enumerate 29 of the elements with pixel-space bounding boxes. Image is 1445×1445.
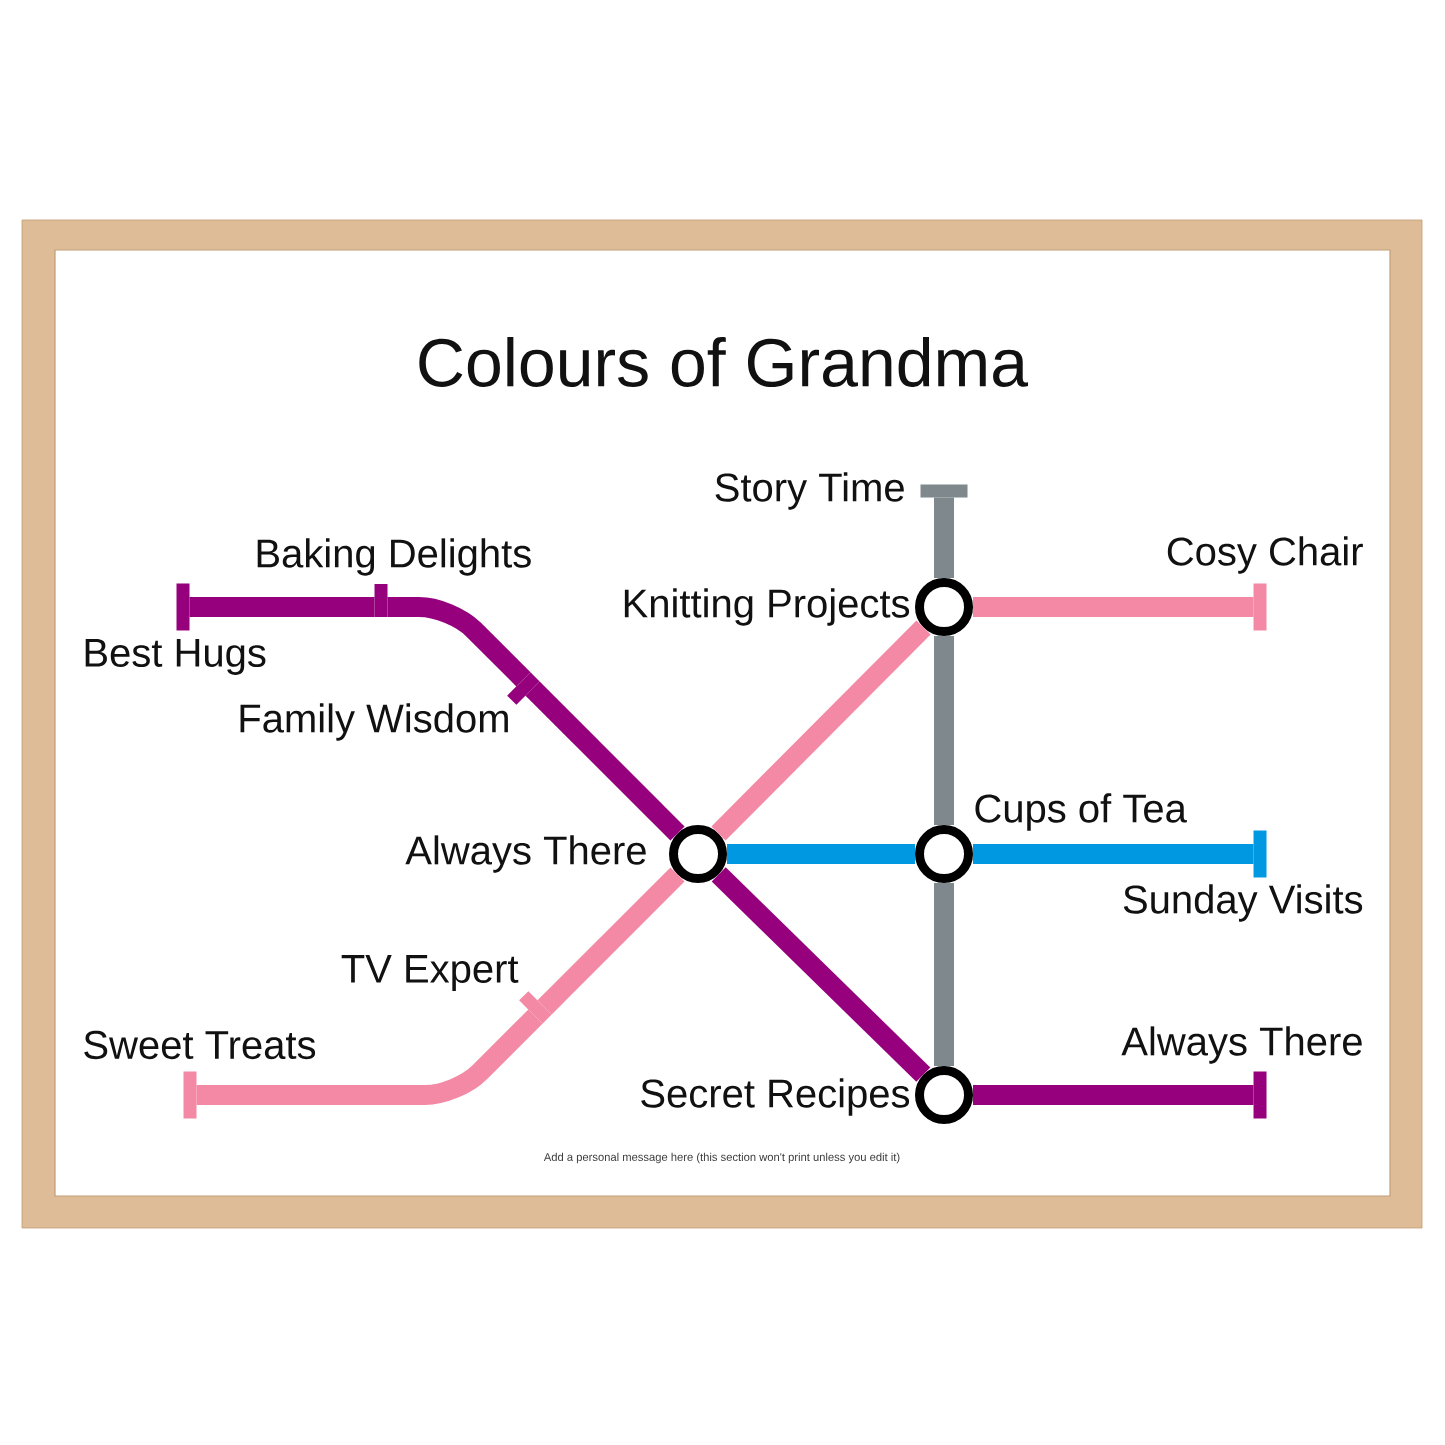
station-label: Always There <box>405 835 646 873</box>
station-label: Baking Delights <box>257 538 531 576</box>
route-line <box>973 597 1254 617</box>
route-line <box>387 597 531 687</box>
station-label: Secret Recipes <box>641 1078 910 1116</box>
station-label: Story Time <box>715 472 904 510</box>
route-line <box>537 867 685 1015</box>
title: Colours of Grandma <box>419 337 1029 387</box>
station-label: Cups of Tea <box>975 793 1187 831</box>
route-line <box>934 497 954 578</box>
route-line <box>196 1009 543 1105</box>
station-label: TV Expert <box>341 955 519 991</box>
station-label: Best Hugs <box>85 639 266 675</box>
route-line <box>525 681 685 841</box>
route-line <box>711 620 931 841</box>
route-line <box>973 844 1254 864</box>
route-line <box>727 844 915 864</box>
station-label: Sweet Treats <box>84 1030 316 1060</box>
route-line <box>973 1085 1254 1105</box>
footnote-text: Add a personal message here (this section won't print unless you edit it) <box>543 1152 900 1164</box>
station-label: Knitting Projects <box>624 588 910 626</box>
station-label: Sunday Visits <box>1123 884 1363 922</box>
route-line <box>189 597 375 617</box>
route-line <box>934 883 954 1066</box>
route-line <box>711 867 931 1082</box>
station-label: Cosy Chair <box>1167 536 1363 574</box>
station-label: Always There <box>1121 1026 1362 1064</box>
station-label: Family Wisdom <box>240 703 508 741</box>
route-line <box>934 636 954 825</box>
